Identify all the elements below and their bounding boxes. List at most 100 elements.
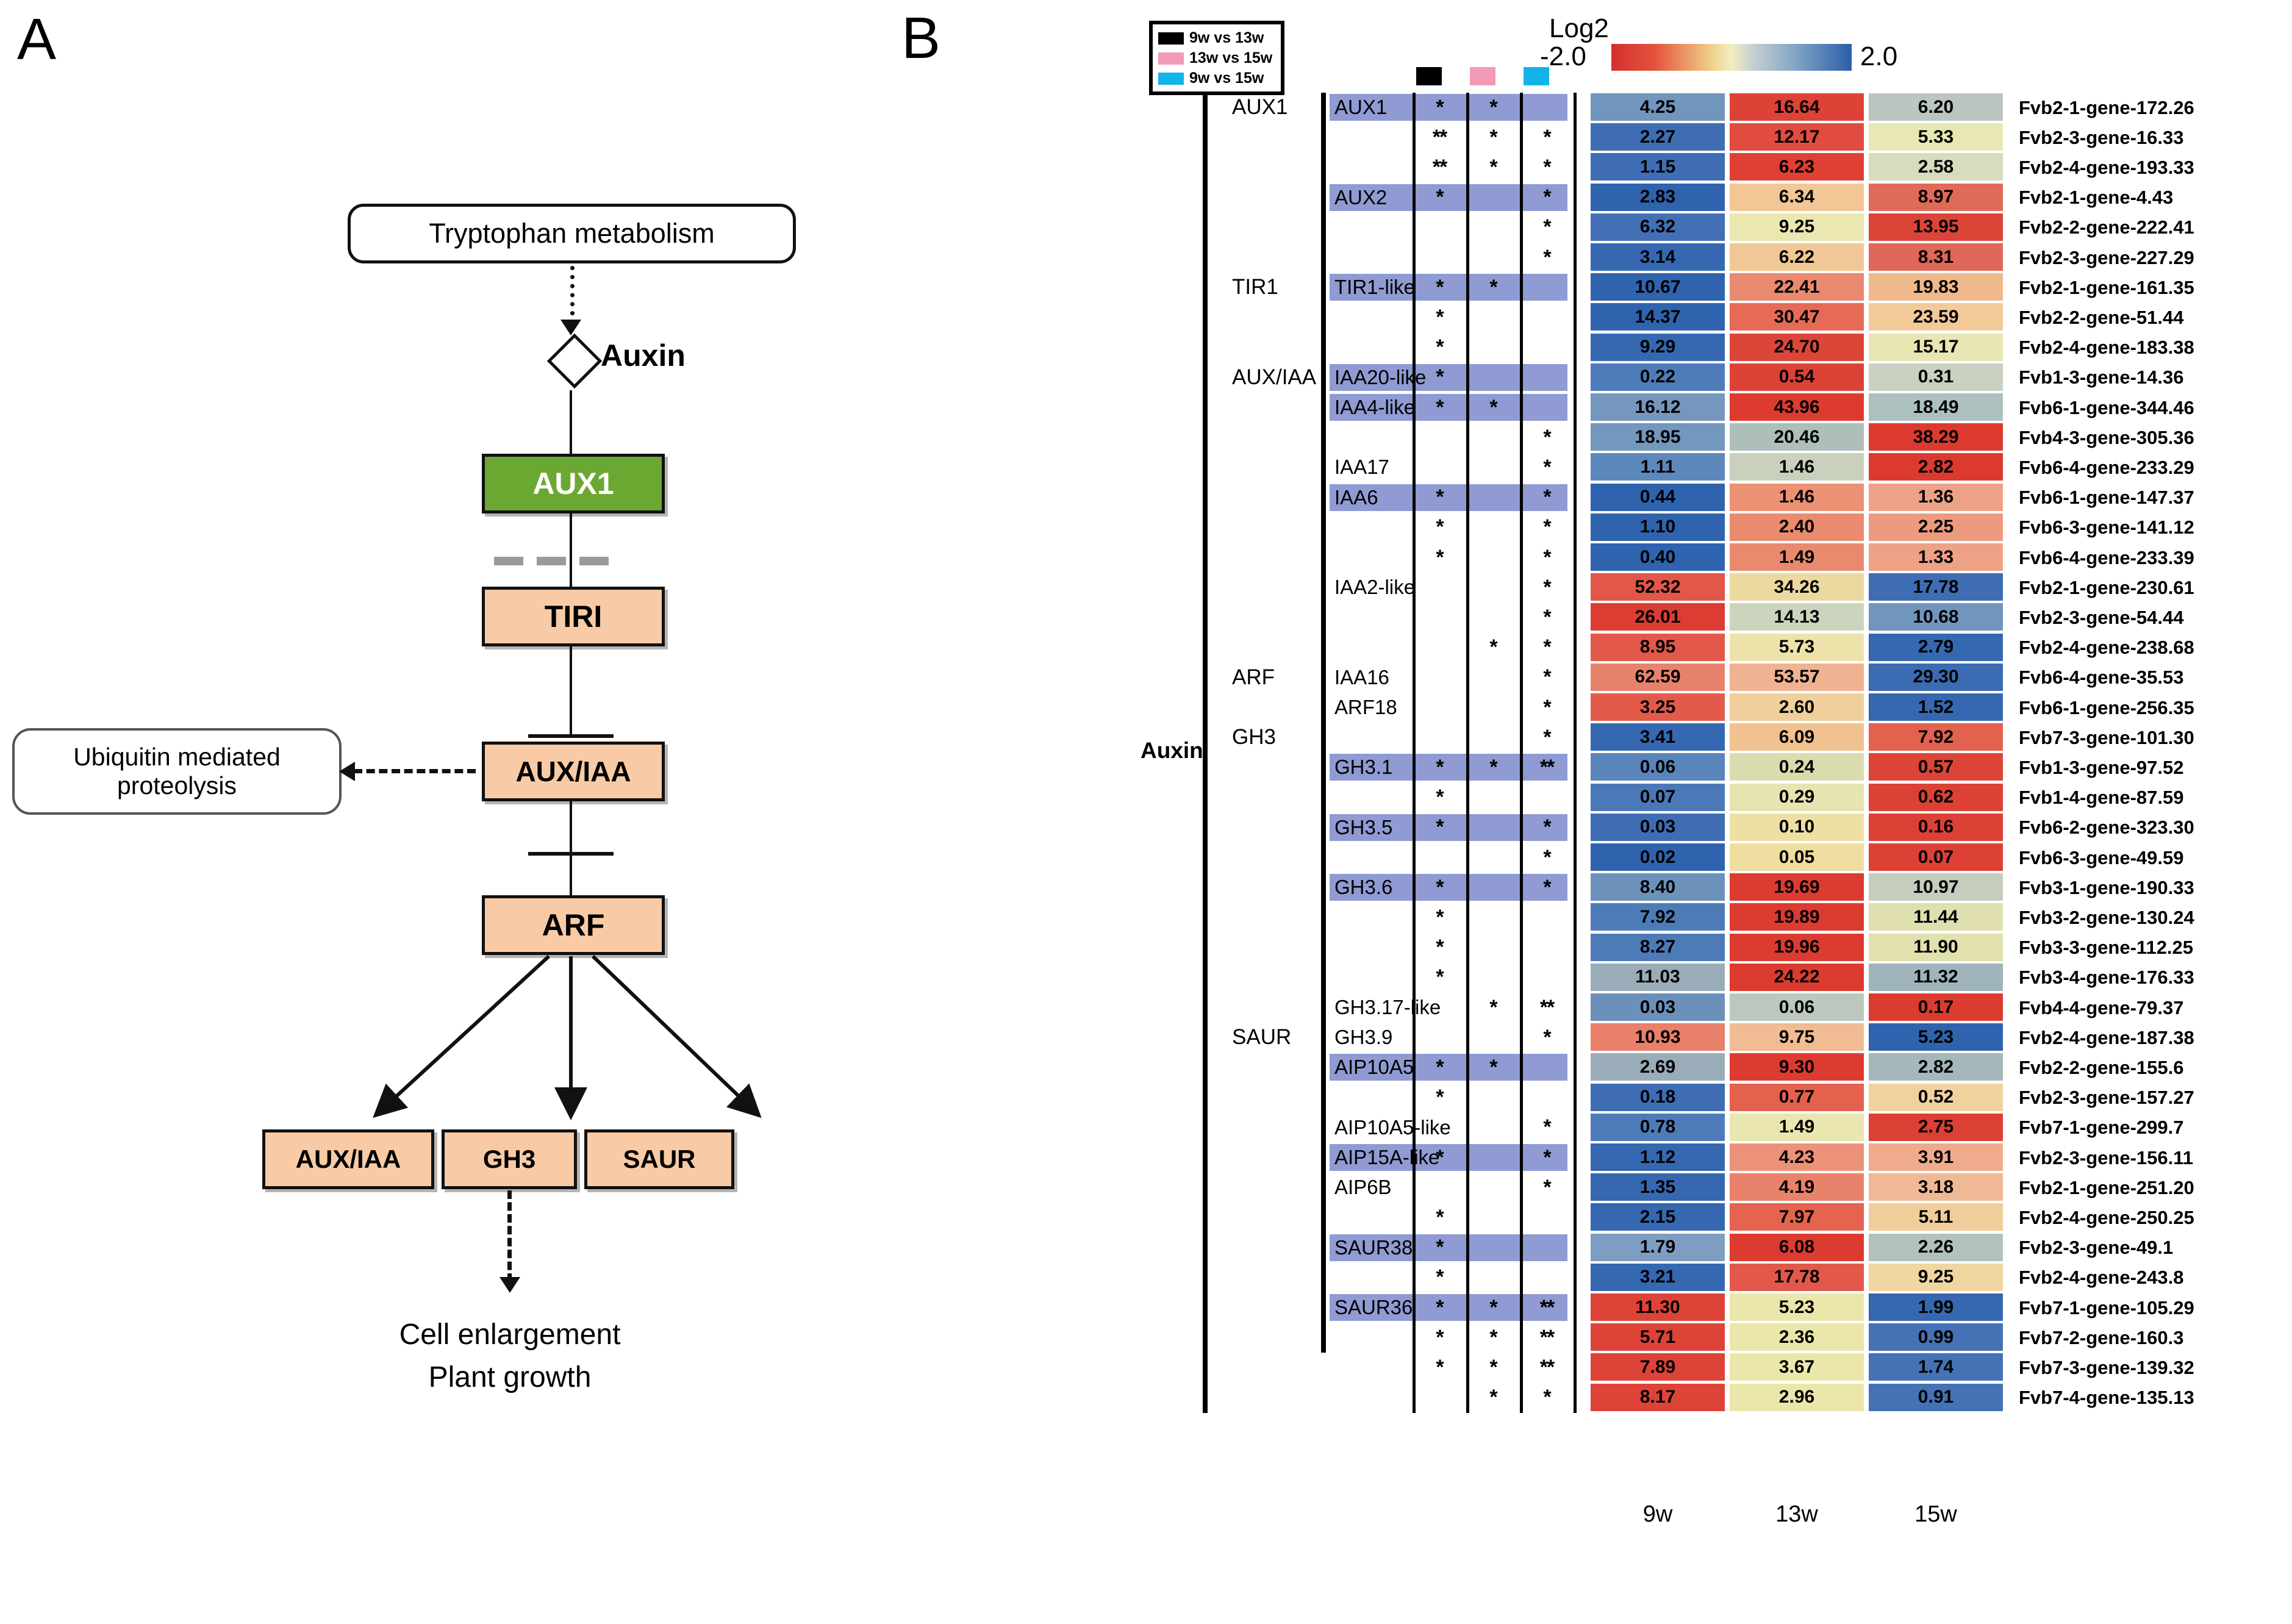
gene-id-label: Fvb2-3-gene-227.29 (2019, 246, 2194, 268)
significance-marker-3: * (1543, 665, 1551, 689)
significance-marker-1: * (1436, 1055, 1444, 1079)
gene-id-label: Fvb2-2-gene-222.41 (2019, 216, 2194, 238)
significance-marker-2: * (1489, 95, 1497, 119)
significance-marker-1: * (1436, 1145, 1444, 1169)
gene-id-label: Fvb6-1-gene-344.46 (2019, 396, 2194, 418)
heatmap-cell: 12.17 (1730, 123, 1864, 151)
gene-id-label: Fvb7-1-gene-299.7 (2019, 1117, 2184, 1139)
gene-id-label: Fvb1-4-gene-87.59 (2019, 787, 2184, 809)
significance-marker-3: * (1543, 635, 1551, 659)
gene-id-label: Fvb2-3-gene-16.33 (2019, 126, 2184, 148)
outcome-plant-growth: Plant growth (428, 1361, 592, 1393)
significance-marker-1: ** (1432, 155, 1447, 179)
significance-marker-2: * (1489, 1325, 1497, 1349)
heatmap-cell: 43.96 (1730, 393, 1864, 421)
significance-marker-1: * (1436, 185, 1444, 209)
heatmap-cell: 19.69 (1730, 873, 1864, 901)
heatmap-cell: 4.19 (1730, 1173, 1864, 1201)
significance-marker-2: * (1489, 1355, 1497, 1379)
heatmap-cell: 3.41 (1591, 723, 1725, 751)
key-swatch-13w-15w (1470, 67, 1495, 85)
heatmap-cell: 0.02 (1591, 843, 1725, 871)
output-gh3-node: GH3 (442, 1129, 577, 1189)
heatmap-cell: 1.99 (1869, 1293, 2003, 1321)
gene-id-label: Fvb3-2-gene-130.24 (2019, 906, 2194, 928)
gene-id-label: Fvb2-3-gene-54.44 (2019, 606, 2184, 628)
significance-marker-1 (1416, 1173, 1463, 1201)
gene-id-label: Fvb3-3-gene-112.25 (2019, 937, 2194, 959)
column-separator-1 (1466, 93, 1469, 1413)
gene-id-label: Fvb6-4-gene-233.29 (2019, 456, 2194, 478)
significance-marker-2: * (1489, 995, 1497, 1019)
gene-name-label: ARF18 (1334, 696, 1397, 718)
family-bracket-arf (1321, 662, 1326, 723)
gene-name-label: IAA6 (1330, 484, 1567, 511)
heatmap-cell: 8.95 (1591, 633, 1725, 661)
gene-name-label: AIP15A-like (1330, 1144, 1567, 1171)
heatmap-cell: 0.03 (1591, 993, 1725, 1021)
significance-marker-2 (1470, 1023, 1516, 1051)
connector-tir1-auxiaa (570, 646, 572, 738)
significance-marker-1: * (1436, 1325, 1444, 1349)
significance-marker-2: * (1489, 1295, 1497, 1319)
heatmap-cell: 19.96 (1730, 933, 1864, 961)
heatmap-cell: 0.44 (1591, 483, 1725, 511)
heatmap-cell: 0.18 (1591, 1083, 1725, 1111)
significance-marker-2: * (1489, 1386, 1497, 1409)
column-header-13w: 13w (1775, 1501, 1818, 1527)
heatmap-cell: 0.99 (1869, 1323, 2003, 1351)
significance-marker-3 (1524, 784, 1570, 811)
heatmap-cell: 0.24 (1730, 753, 1864, 781)
gene-name-label: IAA16 (1334, 665, 1389, 689)
heatmap-cell: 1.15 (1591, 153, 1725, 181)
dashed-separator-segment-1 (494, 557, 523, 565)
significance-marker-2 (1470, 664, 1516, 691)
family-bracket-aux-iaa (1321, 362, 1326, 663)
gene-name-label: GH3.9 (1334, 1026, 1393, 1049)
significance-marker-1: * (1436, 905, 1444, 929)
significance-marker-3: * (1543, 1025, 1551, 1049)
heatmap-cell: 0.29 (1730, 783, 1864, 811)
significance-marker-3 (1524, 964, 1570, 991)
significance-marker-1 (1416, 664, 1463, 691)
significance-marker-3: ** (1539, 1355, 1555, 1379)
gene-id-label: Fvb6-3-gene-141.12 (2019, 517, 2194, 538)
heatmap-cell: 2.40 (1730, 513, 1864, 541)
heatmap-cell: 24.22 (1730, 963, 1864, 991)
heatmap-cell: 3.25 (1591, 693, 1725, 721)
significance-marker-2 (1470, 1234, 1516, 1261)
significance-marker-3 (1524, 303, 1570, 331)
significance-marker-1 (1416, 1384, 1463, 1411)
heatmap-cell: 0.06 (1730, 993, 1864, 1021)
heatmap-cell: 1.10 (1591, 513, 1725, 541)
heatmap-cell: 6.34 (1730, 183, 1864, 211)
heatmap-cell: 9.25 (1869, 1263, 2003, 1291)
significance-marker-1: * (1436, 1295, 1444, 1319)
key-swatch-9w-15w (1524, 67, 1549, 85)
heatmap-cell: 0.54 (1730, 363, 1864, 391)
heatmap-cell: 24.70 (1730, 333, 1864, 361)
significance-marker-1 (1416, 213, 1463, 241)
gene-id-label: Fvb1-3-gene-14.36 (2019, 367, 2184, 388)
column-separator-2 (1520, 93, 1523, 1413)
gene-name-label: AUX2 (1330, 184, 1567, 211)
significance-marker-3: * (1543, 815, 1551, 839)
legend-label-0: 9w vs 13w (1189, 29, 1264, 46)
heatmap-cell: 52.32 (1591, 573, 1725, 601)
heatmap-cell: 16.64 (1730, 93, 1864, 121)
heatmap-cell: 2.26 (1869, 1233, 2003, 1261)
significance-marker-1: * (1436, 305, 1444, 329)
heatmap-cell: 6.09 (1730, 723, 1864, 751)
heatmap-cell: 2.96 (1730, 1383, 1864, 1411)
gene-id-label: Fvb3-4-gene-176.33 (2019, 967, 2194, 989)
legend-item-1: 13w vs 15w (1158, 48, 1281, 68)
significance-marker-3: * (1543, 695, 1551, 719)
gene-name-label: IAA17 (1334, 456, 1389, 479)
significance-marker-2 (1470, 423, 1516, 451)
connector-auxin-aux1 (570, 390, 572, 459)
significance-marker-3 (1524, 1084, 1570, 1111)
family-label-saur: SAUR (1232, 1025, 1292, 1050)
gene-name-label: GH3.5 (1330, 814, 1567, 841)
gene-id-label: Fvb7-4-gene-135.13 (2019, 1387, 2194, 1409)
family-bracket-saur (1321, 1023, 1326, 1353)
